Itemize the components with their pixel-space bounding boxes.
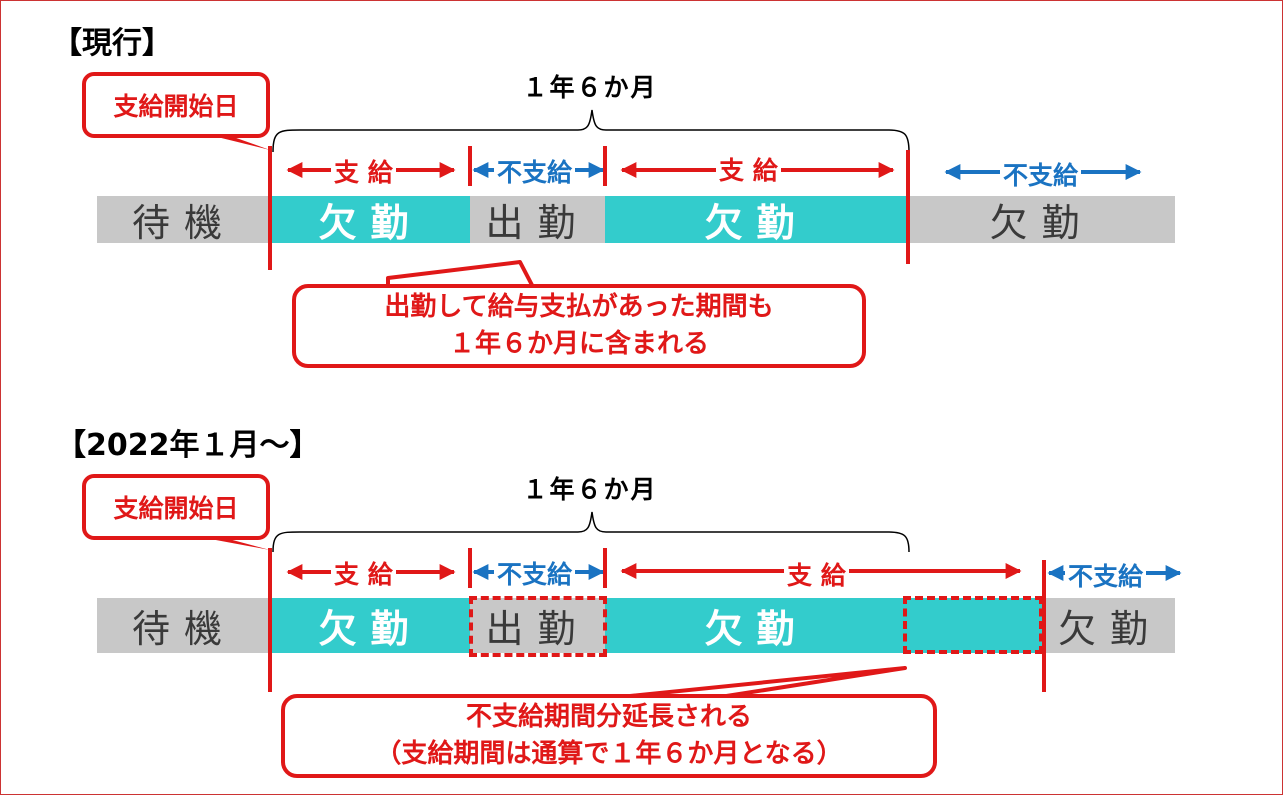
end-marker [906,150,910,264]
note-line: （支給期間は通算で１年６か月となる） [375,739,843,769]
pay-label-2: 支 給 [716,151,781,187]
segment-waiting: 待機 [97,598,271,653]
segment-absence: 欠勤 [271,196,470,245]
segment-absence: 欠勤 [605,196,908,245]
period-label-revised: １年６か月 [522,475,658,504]
note-callout-current: 出勤して給与支払があった期間も １年６か月に含まれる [292,284,866,368]
segment-attendance: 出勤 [470,196,605,245]
pay-label-1: 支 給 [331,153,396,189]
pay-label-2: 支 給 [784,556,849,592]
start-callout-text: 支給開始日 [113,92,239,121]
note-callout-revised: 不支給期間分延長される （支給期間は通算で１年６か月となる） [281,694,937,778]
start-callout-text: 支給開始日 [113,494,239,523]
segment-attendance: 出勤 [470,598,605,653]
section-title-current: 【現行】 [52,26,172,61]
segment-absence-unpaid: 欠勤 [908,196,1175,245]
unpaid-label-2: 不支給 [1000,156,1082,192]
pay-label-1: 支 給 [331,555,396,591]
start-callout-tail-revised [205,538,270,550]
unpaid-label-1: 不支給 [494,153,576,189]
note-line: １年６か月に含まれる [448,329,709,359]
start-marker [268,548,272,692]
note-tail-revised [618,666,907,699]
segment-absence: 欠勤 [271,598,470,653]
start-callout-revised: 支給開始日 [82,474,270,540]
attendance-highlight [469,596,607,657]
note-line: 出勤して給与支払があった期間も [384,292,774,322]
unpaid-label-2: 不支給 [1065,557,1147,593]
period-brace-revised [272,511,910,553]
start-marker [268,146,272,270]
period-label-current: １年６か月 [522,73,658,102]
unpaid-label-1: 不支給 [494,555,576,591]
period-brace-current [272,109,910,153]
extension-highlight [903,596,1043,654]
start-callout-current: 支給開始日 [82,72,270,138]
segment-absence-unpaid: 欠勤 [1045,598,1175,653]
boundary-marker [468,146,472,186]
start-callout-tail-current [205,134,270,150]
boundary-marker [468,548,472,588]
boundary-marker [603,548,607,588]
boundary-marker [603,146,607,186]
end-marker [1042,560,1046,692]
segment-absence-extended: 欠勤 [605,598,1045,653]
segment-waiting: 待機 [97,196,271,245]
section-title-revised: 【2022年１月～】 [56,428,320,463]
note-line: 不支給期間分延長される [465,702,752,732]
